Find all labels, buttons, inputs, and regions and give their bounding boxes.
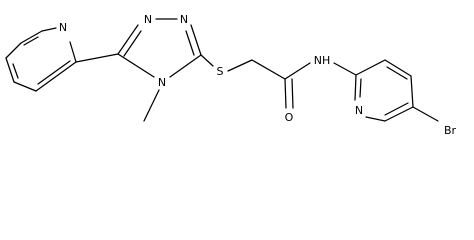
bond — [284, 78, 287, 109]
atom-labels: N N N N S NH O N Br — [59, 13, 457, 137]
atom-label-bromine: Br — [444, 124, 457, 137]
bond — [410, 75, 414, 108]
bond — [355, 59, 386, 76]
atom-label-pyridine-n-right: N — [355, 104, 363, 117]
bond — [185, 30, 195, 56]
bond — [284, 62, 311, 80]
bonds — [5, 18, 439, 122]
bond — [12, 63, 19, 79]
bond — [386, 66, 408, 80]
atom-label-amide-nh: NH — [314, 54, 331, 67]
bond — [20, 30, 43, 44]
atom-label-oxygen: O — [285, 111, 294, 124]
atom-label-pyridine-n-left: N — [59, 21, 67, 34]
bond — [333, 62, 357, 76]
atom-label-triazole-n1: N — [144, 13, 152, 26]
bond — [41, 27, 57, 32]
atom-label-triazole-n4: N — [158, 76, 166, 89]
atom-label-triazole-n2: N — [180, 13, 188, 26]
bond — [5, 42, 22, 59]
bond — [13, 81, 37, 92]
bond — [37, 60, 71, 85]
bond — [384, 102, 409, 116]
bond — [251, 59, 286, 80]
bond — [200, 54, 214, 67]
bond — [123, 30, 142, 57]
bond — [359, 78, 362, 98]
bond — [291, 78, 294, 109]
bond — [35, 61, 77, 92]
atom-label-sulfur: S — [217, 65, 224, 78]
bond — [143, 89, 160, 122]
bond — [75, 53, 119, 63]
bond — [117, 53, 155, 78]
bond — [169, 54, 202, 78]
bond — [412, 106, 439, 122]
bond — [384, 106, 414, 122]
bond — [365, 116, 386, 122]
bond — [227, 59, 253, 72]
bond — [190, 24, 202, 56]
bond — [354, 74, 357, 101]
bond — [69, 41, 77, 63]
bond — [23, 36, 39, 46]
bond — [5, 57, 15, 83]
bond — [384, 59, 412, 77]
chemical-structure: N N N N S NH O N Br — [5, 13, 457, 137]
bond — [117, 24, 139, 55]
